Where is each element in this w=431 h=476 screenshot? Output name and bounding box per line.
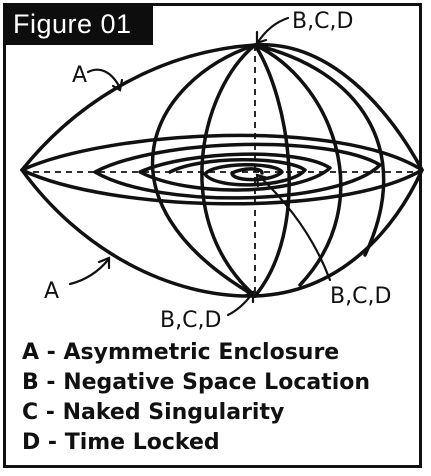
arrow-a-top — [86, 68, 122, 90]
meridian-5 — [253, 43, 386, 257]
central-spiral — [168, 158, 307, 187]
meridian-3 — [253, 43, 291, 298]
figure-tag: Figure 01 — [3, 3, 153, 45]
ring-outer — [20, 133, 424, 206]
ring-inner — [138, 152, 332, 192]
legend-item-c: C - Naked Singularity — [22, 400, 285, 425]
label-bcd-bottom: B,C,D — [160, 308, 221, 333]
ring-middle — [93, 142, 382, 200]
meridian-1 — [150, 43, 257, 298]
arrow-bcd-top — [256, 16, 290, 44]
arrow-a-bottom — [68, 258, 110, 286]
legend-item-b: B - Negative Space Location — [22, 370, 371, 395]
legend-item-d: D - Time Locked — [22, 430, 220, 455]
legend: A - Asymmetric Enclosure B - Negative Sp… — [22, 338, 370, 458]
label-a-top: A — [72, 63, 87, 88]
meridian-2 — [200, 43, 257, 298]
label-a-bottom: A — [44, 279, 59, 304]
arrow-bcd-bottom — [226, 292, 254, 317]
meridian-4 — [253, 43, 343, 287]
label-bcd-top: B,C,D — [292, 9, 353, 34]
label-bcd-center: B,C,D — [330, 284, 391, 309]
legend-item-a: A - Asymmetric Enclosure — [22, 340, 340, 365]
arrow-bcd-center — [256, 173, 332, 282]
